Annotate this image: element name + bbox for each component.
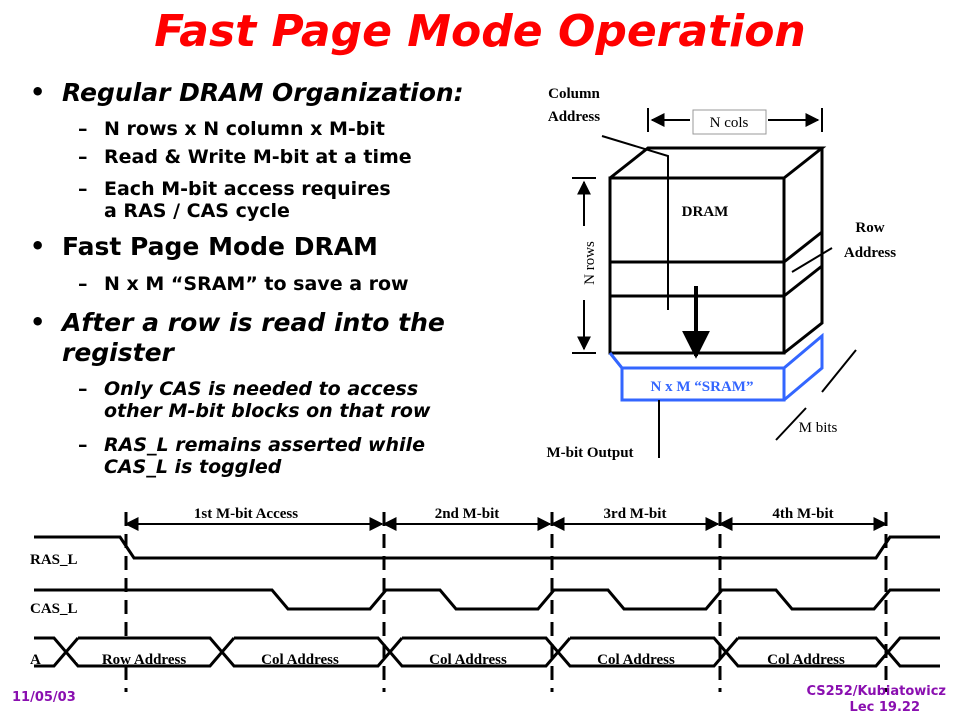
row-address-line <box>791 247 833 273</box>
addr-field-col-1: Col Address <box>261 652 339 668</box>
row-address-label-1: Row <box>855 220 884 236</box>
dram-row-line-side <box>783 264 823 298</box>
access-label-bg <box>754 504 852 522</box>
access-label-4: 4th M-bit <box>772 506 833 522</box>
access-label-3: 3rd M-bit <box>604 506 667 522</box>
m-bits-line <box>821 349 857 393</box>
signal-ras-label: RAS_L <box>30 552 78 568</box>
sub-dash: – <box>78 118 88 140</box>
column-address-label-2: Address <box>548 109 600 125</box>
addr-field-col-4: Col Address <box>767 652 845 668</box>
cas-waveform <box>34 588 940 611</box>
bullet-dot: • <box>30 232 46 260</box>
field-label-bg <box>76 644 210 662</box>
sram-slab <box>608 332 824 402</box>
sub-dash: – <box>78 273 88 295</box>
ras-waveform <box>34 535 940 560</box>
m-bits-label: M bits <box>799 420 838 436</box>
mbit-output-label: M-bit Output <box>546 445 633 461</box>
column-address-arrow <box>601 135 669 310</box>
bullet-dot: • <box>30 308 46 336</box>
footer-date: 11/05/03 <box>12 690 76 705</box>
dram-label: DRAM <box>682 204 729 220</box>
addr-field-col-2: Col Address <box>429 652 507 668</box>
sub-bullet: Read & Write M-bit at a time <box>104 146 412 168</box>
access-label-bg <box>418 504 516 522</box>
sub-dash: – <box>78 178 88 200</box>
row-address-label-2: Address <box>844 245 896 261</box>
sub-bullet-cont: a RAS / CAS cycle <box>104 200 290 222</box>
dram-cube <box>608 146 827 355</box>
access-label-bg <box>170 504 320 522</box>
dram-top-face <box>609 146 827 180</box>
slide-title: Fast Page Mode Operation <box>154 6 806 57</box>
sub-bullet: Only CAS is needed to access <box>104 378 419 400</box>
signal-cas-label: CAS_L <box>30 601 78 617</box>
sub-bullet-cont: CAS_L is toggled <box>104 456 282 478</box>
dram-row-line-side <box>783 230 823 264</box>
address-bus <box>34 636 940 668</box>
sram-label: N x M “SRAM” <box>651 379 754 395</box>
addr-field-row: Row Address <box>102 652 186 668</box>
access-label-bg <box>586 504 684 522</box>
footer-course: CS252/Kubiatowicz <box>806 684 946 699</box>
sub-bullet-cont: other M-bit blocks on that row <box>104 400 431 422</box>
dram-side-face <box>783 148 824 355</box>
sub-dash: – <box>78 378 88 400</box>
m-bits-line <box>775 407 807 441</box>
sub-dash: – <box>78 146 88 168</box>
n-cols-box <box>692 109 767 135</box>
sub-bullet: N rows x N column x M-bit <box>104 118 385 140</box>
n-cols-dimension <box>647 108 823 132</box>
bullet-after-row-cont: register <box>62 338 174 367</box>
access-label-1: 1st M-bit Access <box>194 506 298 522</box>
n-rows-label: N rows <box>582 241 598 285</box>
sub-dash: – <box>78 434 88 456</box>
access-label-2: 2nd M-bit <box>435 506 500 522</box>
sub-bullet: Each M-bit access requires <box>104 178 391 200</box>
bullet-regular-dram: Regular DRAM Organization: <box>62 78 464 107</box>
column-address-label-1: Column <box>548 86 600 102</box>
bullet-dot: • <box>30 78 46 106</box>
bullet-fast-page-mode: Fast Page Mode DRAM <box>62 232 378 261</box>
sub-bullet: N x M “SRAM” to save a row <box>104 273 409 295</box>
n-cols-label: N cols <box>710 115 749 131</box>
addr-field-col-3: Col Address <box>597 652 675 668</box>
bullet-after-row: After a row is read into the <box>62 308 445 337</box>
n-rows-dimension <box>572 177 596 354</box>
signal-a-label: A <box>30 652 41 668</box>
footer-lec: Lec 19.22 <box>849 700 920 715</box>
sub-bullet: RAS_L remains asserted while <box>104 434 425 456</box>
